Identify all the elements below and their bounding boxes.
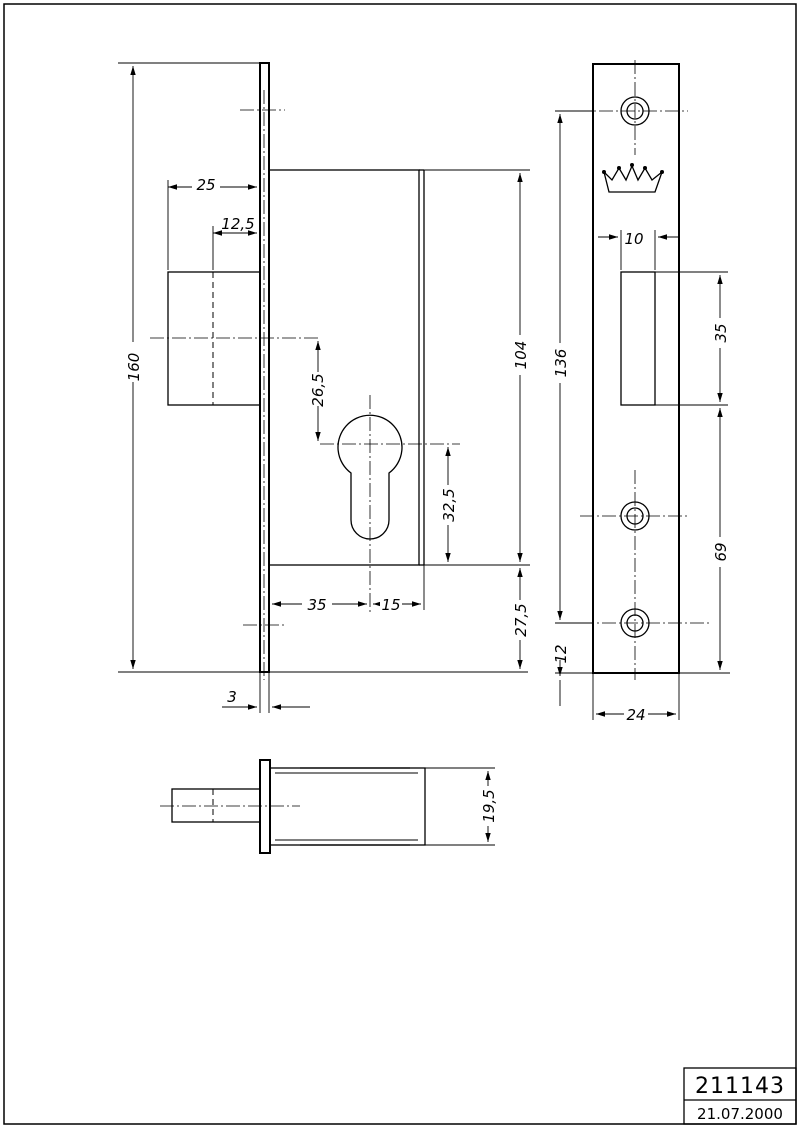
faceplate xyxy=(259,62,270,673)
dim-cylinder-center: 15 xyxy=(381,596,400,614)
case-end xyxy=(269,767,426,846)
dim-strike-hole-width: 10 xyxy=(624,230,643,248)
drawing-number: 211143 xyxy=(695,1074,785,1099)
dim-backset: 35 xyxy=(307,596,326,614)
bolt-hole xyxy=(620,271,656,406)
dim-bolt-width: 25 xyxy=(196,176,215,194)
cylinder-keyhole xyxy=(337,414,403,540)
dim-bolt-projection: 19,5 xyxy=(480,789,498,822)
bolt xyxy=(167,271,261,406)
dim-strike-length: 136 xyxy=(552,349,570,378)
lock-bottom-view: 19,5 xyxy=(160,759,499,854)
dim-screw-spacing: 69 xyxy=(712,542,730,561)
dim-bolt-offset: 12,5 xyxy=(221,215,254,233)
dim-cylinder-length: 32,5 xyxy=(440,488,458,521)
strike-plate-view: 136 10 35 69 12 24 xyxy=(549,60,731,724)
dim-faceplate-length: 160 xyxy=(125,353,143,382)
bolt-end xyxy=(171,788,261,823)
dim-strike-width: 24 xyxy=(626,706,645,724)
lock-side-view: 160 25 12,5 26,5 104 32,5 35 15 xyxy=(118,62,531,713)
dim-strike-bottom-margin: 12 xyxy=(552,644,570,663)
faceplate-end xyxy=(259,759,271,854)
sheet-border xyxy=(3,3,797,1125)
dim-case-to-bottom: 27,5 xyxy=(512,603,530,636)
lock-case xyxy=(268,169,420,566)
title-block: 211143 21.07.2000 xyxy=(683,1067,797,1125)
dim-case-height: 104 xyxy=(512,341,530,370)
strike-plate xyxy=(592,63,680,674)
dim-plate-thickness: 3 xyxy=(227,688,237,706)
dim-strike-hole-height: 35 xyxy=(712,323,730,342)
dim-cylinder-to-top: 26,5 xyxy=(309,373,327,406)
drawing-date: 21.07.2000 xyxy=(697,1105,783,1123)
crown-logo xyxy=(602,163,664,193)
